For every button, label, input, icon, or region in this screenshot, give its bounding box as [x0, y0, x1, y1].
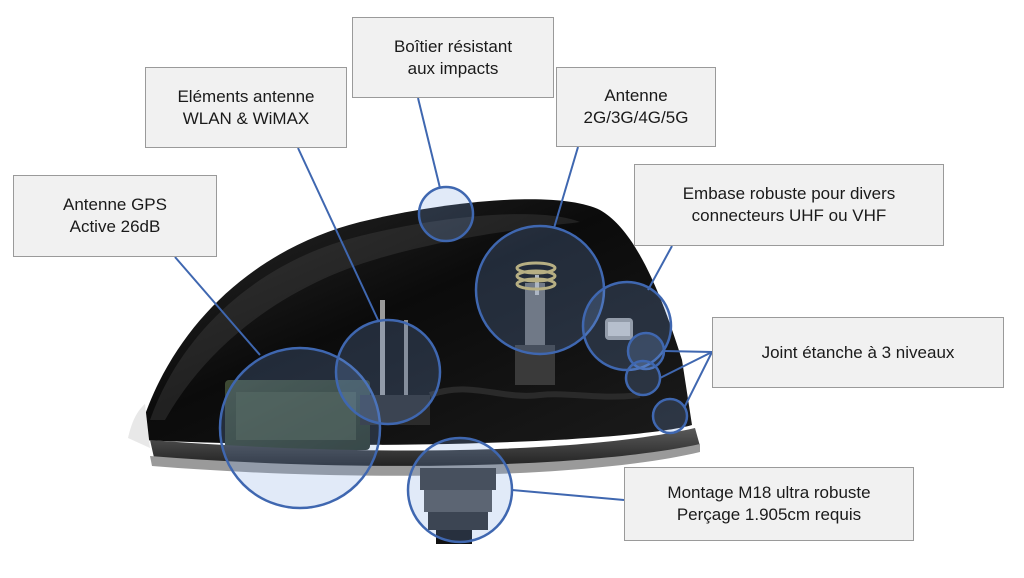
label-wlan-wimax: Eléments antenne WLAN & WiMAX [145, 67, 347, 148]
label-m18-mount: Montage M18 ultra robuste Perçage 1.905c… [624, 467, 914, 541]
label-housing-text: Boîtier résistant aux impacts [393, 36, 513, 78]
callout-circle-joint-3 [651, 397, 689, 435]
callout-circle-gps [218, 346, 382, 510]
internal-components [225, 261, 641, 450]
leader-line-gps [174, 256, 261, 356]
antenna-base [150, 428, 700, 476]
leader-line-housing [417, 97, 441, 189]
label-m18-mount-text: Montage M18 ultra robuste Perçage 1.905c… [667, 483, 871, 524]
leader-line-base [647, 245, 673, 291]
callout-circle-housing [417, 185, 475, 243]
callout-circle-wlan [334, 318, 442, 426]
callout-circle-cellular [474, 224, 606, 356]
callout-layer [174, 97, 713, 544]
label-waterproof-joint-text: Joint étanche à 3 niveaux [761, 342, 955, 362]
label-connector-base-text: Embase robuste pour divers connecteurs U… [682, 184, 896, 225]
label-waterproof-joint: Joint étanche à 3 niveaux [712, 317, 1004, 388]
label-cellular-antenna-text: Antenne 2G/3G/4G/5G [583, 86, 689, 127]
label-wlan-wimax-text: Eléments antenne WLAN & WiMAX [177, 86, 315, 128]
leader-line-mount [511, 489, 625, 501]
leader-line-cellular [553, 146, 579, 229]
label-gps-antenna: Antenne GPS Active 26dB [13, 175, 217, 257]
label-connector-base: Embase robuste pour divers connecteurs U… [634, 164, 944, 246]
leader-line-wlan [297, 147, 379, 321]
leader-line-joint-1 [663, 350, 713, 353]
leader-line-joint-2 [659, 351, 713, 379]
label-gps-antenna-text: Antenne GPS Active 26dB [63, 195, 167, 236]
leader-line-joint-3 [683, 351, 713, 409]
callout-circle-mount [406, 436, 514, 544]
label-cellular-antenna: Antenne 2G/3G/4G/5G [556, 67, 716, 147]
m18-mount [420, 468, 496, 544]
label-housing: Boîtier résistant aux impacts [352, 17, 554, 98]
callout-circle-joint-1 [626, 331, 666, 371]
callout-circle-joint-2 [624, 359, 662, 397]
